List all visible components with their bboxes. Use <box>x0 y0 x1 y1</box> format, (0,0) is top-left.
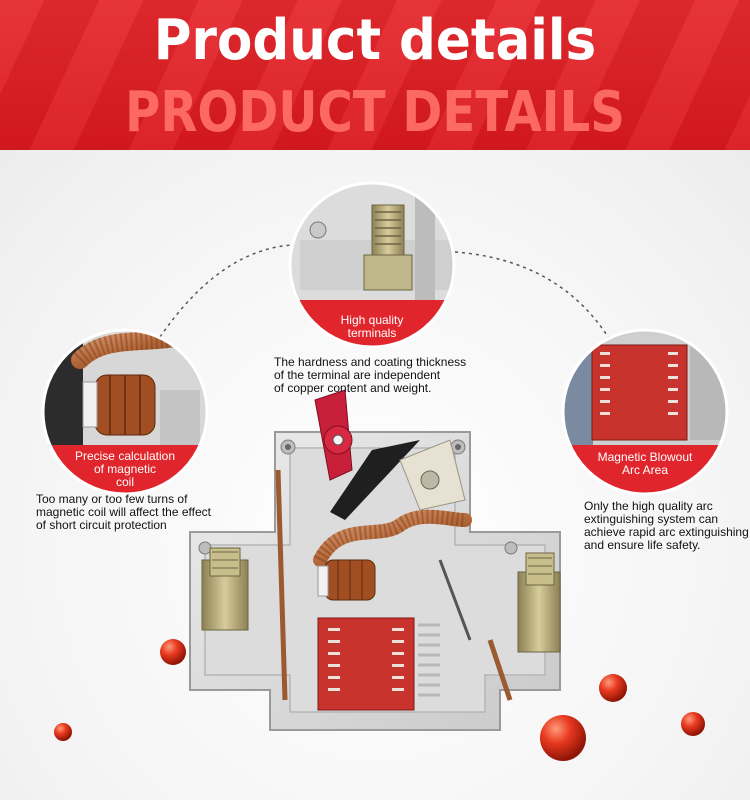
page-title: Product details <box>153 8 597 73</box>
page-subtitle: PRODUCT DETAILS <box>125 80 625 145</box>
callout-description-coil: Too many or too few turns of magnetic co… <box>36 493 256 532</box>
callout-label-text: Magnetic Blowout Arc Area <box>597 450 693 477</box>
callout-label-arc-area: Magnetic Blowout Arc Area <box>575 451 715 477</box>
description-text: The hardness and coating thickness of th… <box>274 355 467 395</box>
callout-description-terminals: The hardness and coating thickness of th… <box>274 356 504 395</box>
banner-texture <box>0 0 750 150</box>
callout-circle-terminals <box>288 181 456 349</box>
header-banner: Product details PRODUCT DETAILS <box>0 0 750 150</box>
callout-label-text: Precise calculation of magnetic coil <box>74 449 176 489</box>
callout-label-text: High quality terminals <box>340 313 404 340</box>
description-text: Too many or too few turns of magnetic co… <box>36 492 211 532</box>
callout-description-arc-area: Only the high quality arc extinguishing … <box>584 500 749 552</box>
circuit-breaker <box>189 389 561 731</box>
callout-label-coil: Precise calculation of magnetic coil <box>55 450 195 489</box>
connector-arc-right <box>454 251 611 341</box>
callout-label-terminals: High quality terminals <box>302 314 442 340</box>
decorative-balls <box>54 639 705 761</box>
connector-arc-left <box>159 244 293 338</box>
description-text: Only the high quality arc extinguishing … <box>584 499 749 552</box>
